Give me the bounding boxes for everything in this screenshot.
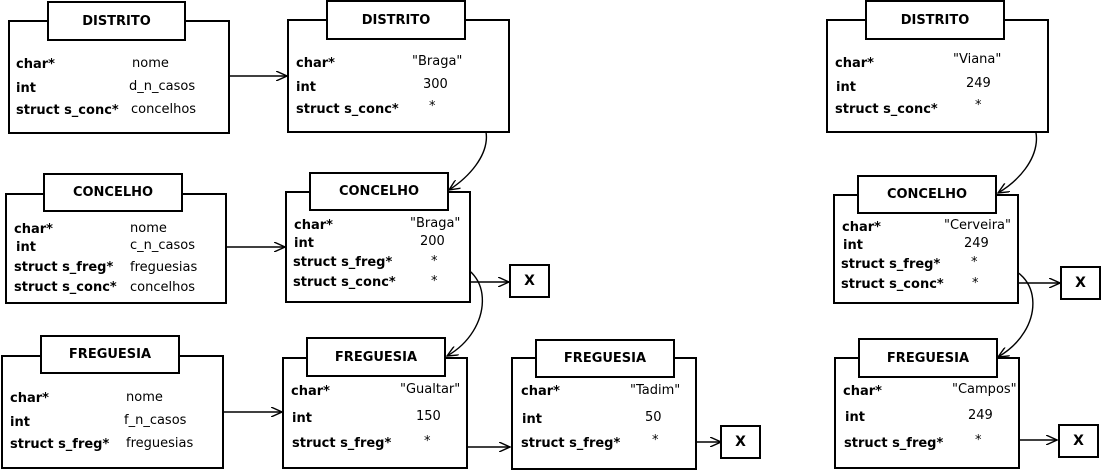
viana-distrito-casos: 249	[966, 76, 991, 91]
freguesia-def-field-nome: nome	[126, 390, 163, 405]
braga-concelho-freguesias: *	[431, 254, 438, 269]
tadim-type-int: int	[522, 412, 542, 427]
concelho-definition-title: CONCELHO	[43, 173, 183, 212]
distrito-def-field-concelhos: concelhos	[131, 102, 197, 117]
viana-concelho-concelhos: *	[972, 276, 979, 291]
concelho-def-field-nome: nome	[130, 221, 167, 236]
tadim-null: X	[720, 425, 761, 459]
gualtar-freguesia-title: FREGUESIA	[306, 337, 446, 377]
distrito-def-field-nome: nome	[132, 56, 169, 71]
campos-null: X	[1058, 424, 1099, 458]
freguesia-def-type-char: char*	[10, 391, 49, 406]
viana-concelho-type-int: int	[843, 238, 863, 253]
viana-concelho-freguesias: *	[971, 255, 978, 270]
tadim-nome: "Tadim"	[630, 383, 681, 398]
viana-distrito-title: DISTRITO	[865, 0, 1005, 40]
freguesia-def-field-casos: f_n_casos	[124, 413, 187, 428]
braga-concelho-nome: "Braga"	[410, 216, 461, 231]
concelho-def-field-freguesias: freguesias	[130, 260, 198, 275]
viana-distrito-concelhos: *	[975, 98, 982, 113]
braga-concelho-type-sfreg: struct s_freg*	[293, 255, 393, 270]
viana-concelho-type-sconc: struct s_conc*	[841, 277, 944, 292]
braga-concelho-title: CONCELHO	[309, 172, 449, 211]
campos-type-char: char*	[843, 384, 882, 399]
gualtar-type-char: char*	[291, 384, 330, 399]
tadim-freguesia-title: FREGUESIA	[535, 339, 675, 378]
viana-distrito-type-char: char*	[835, 56, 874, 71]
viana-distrito-type-int: int	[836, 80, 856, 95]
tadim-type-sfreg: struct s_freg*	[521, 436, 621, 451]
gualtar-type-sfreg: struct s_freg*	[292, 436, 392, 451]
braga-distrito-concelhos: *	[429, 99, 436, 114]
braga-distrito-type-sconc: struct s_conc*	[296, 102, 399, 117]
freguesia-definition-title: FREGUESIA	[40, 335, 180, 374]
concelho-def-field-concelhos: concelhos	[130, 280, 196, 295]
viana-concelho-nome: "Cerveira"	[944, 218, 1011, 233]
freguesia-definition-box	[1, 355, 224, 469]
braga-concelho-casos: 200	[420, 234, 445, 249]
concelho-def-type-sconc: struct s_conc*	[14, 280, 117, 295]
braga-distrito-type-char: char*	[296, 56, 335, 71]
viana-distrito-nome: "Viana"	[953, 52, 1002, 67]
braga-distrito-nome: "Braga"	[412, 54, 463, 69]
gualtar-type-int: int	[292, 411, 312, 426]
distrito-def-field-casos: d_n_casos	[129, 79, 196, 94]
braga-concelho-type-int: int	[294, 236, 314, 251]
distrito-def-type-int: int	[16, 81, 36, 96]
concelho-def-field-casos: c_n_casos	[130, 238, 195, 253]
viana-concelho-type-char: char*	[842, 220, 881, 235]
braga-distrito-casos: 300	[423, 77, 448, 92]
distrito-definition-title: DISTRITO	[47, 1, 186, 41]
gualtar-nome: "Gualtar"	[400, 382, 461, 397]
braga-concelho-null: X	[509, 264, 550, 298]
viana-concelho-null: X	[1060, 266, 1101, 300]
gualtar-freguesias: *	[424, 434, 431, 449]
viana-concelho-title: CONCELHO	[857, 175, 997, 214]
distrito-def-type-char: char*	[16, 57, 55, 72]
viana-concelho-type-sfreg: struct s_freg*	[841, 257, 941, 272]
braga-distrito-type-int: int	[296, 80, 316, 95]
campos-nome: "Campos"	[952, 382, 1017, 397]
campos-freguesias: *	[975, 433, 982, 448]
braga-concelho-concelhos: *	[431, 274, 438, 289]
braga-concelho-type-char: char*	[294, 218, 333, 233]
concelho-def-type-int: int	[16, 240, 36, 255]
tadim-casos: 50	[645, 410, 662, 425]
tadim-type-char: char*	[521, 384, 560, 399]
freguesia-def-type-sfreg: struct s_freg*	[10, 437, 110, 452]
concelho-def-type-char: char*	[14, 222, 53, 237]
gualtar-casos: 150	[416, 409, 441, 424]
tadim-freguesias: *	[652, 433, 659, 448]
viana-distrito-type-sconc: struct s_conc*	[835, 102, 938, 117]
braga-distrito-title: DISTRITO	[326, 0, 466, 40]
distrito-def-type-sconc: struct s_conc*	[16, 103, 119, 118]
freguesia-def-field-freguesias: freguesias	[126, 436, 194, 451]
braga-concelho-type-sconc: struct s_conc*	[293, 275, 396, 290]
freguesia-def-type-int: int	[10, 415, 30, 430]
campos-type-sfreg: struct s_freg*	[844, 436, 944, 451]
campos-freguesia-title: FREGUESIA	[858, 338, 998, 378]
viana-concelho-casos: 249	[964, 236, 989, 251]
campos-casos: 249	[968, 408, 993, 423]
campos-type-int: int	[845, 410, 865, 425]
concelho-def-type-sfreg: struct s_freg*	[14, 260, 114, 275]
